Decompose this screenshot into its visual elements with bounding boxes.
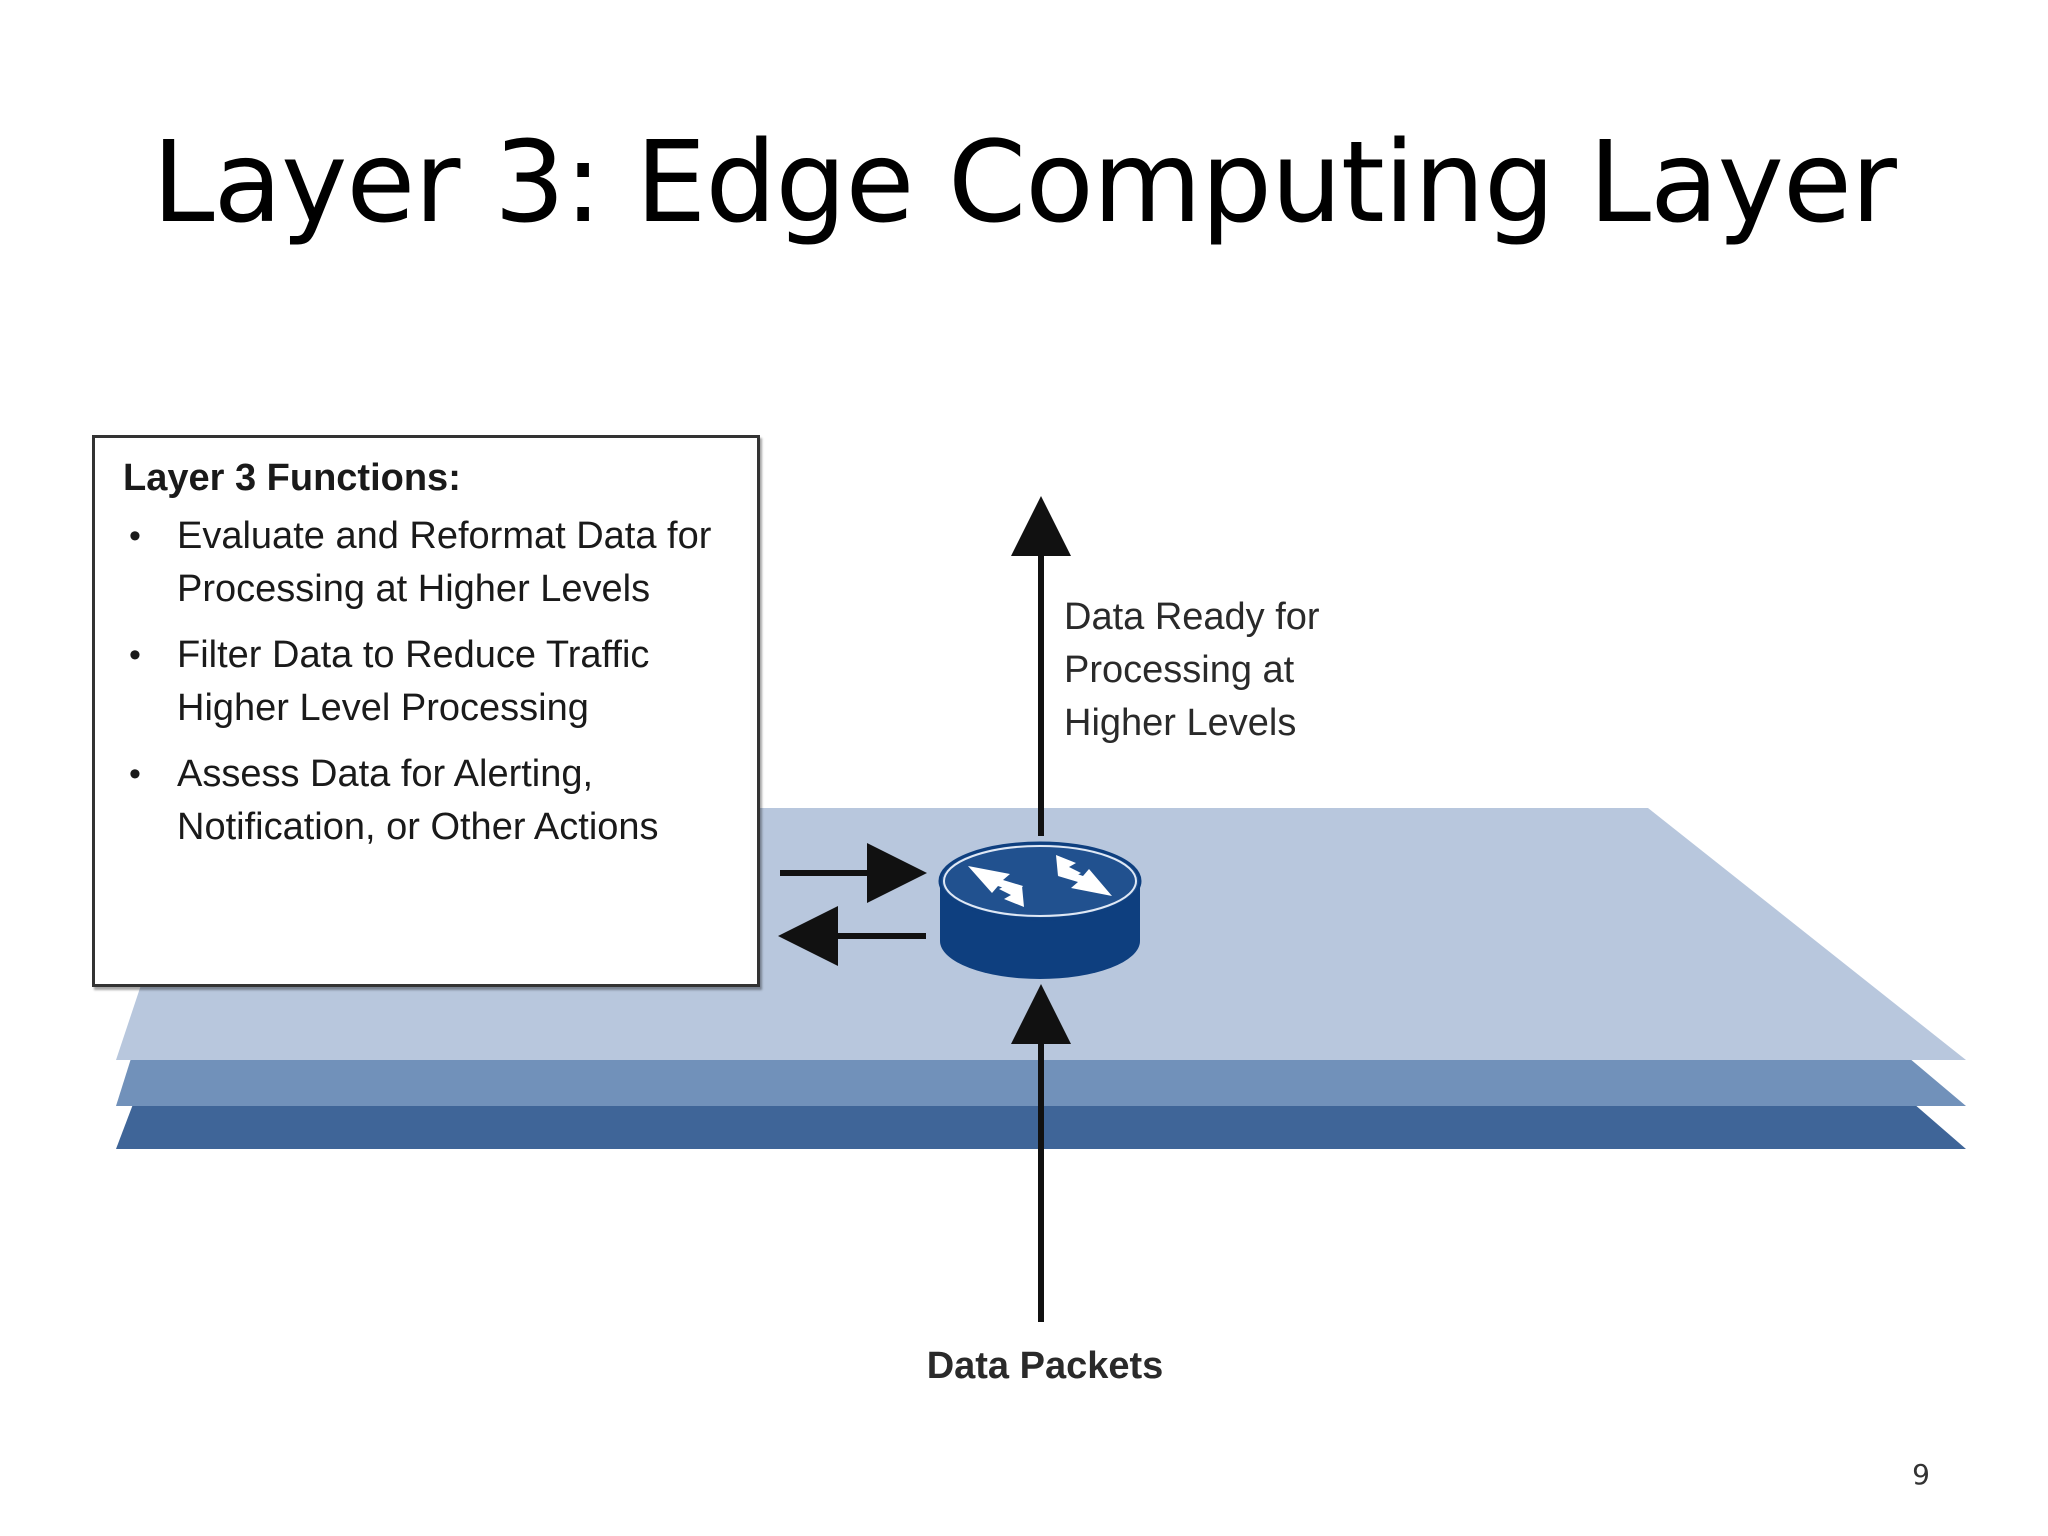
page-number: 9 — [1912, 1458, 1930, 1491]
functions-heading: Layer 3 Functions: — [123, 457, 461, 499]
list-item: • Filter Data to Reduce Traffic Higher L… — [123, 629, 733, 735]
slide-title: Layer 3: Edge Computing Layer — [152, 118, 1897, 248]
router-icon — [938, 841, 1142, 979]
list-item: • Evaluate and Reformat Data for Process… — [123, 510, 733, 616]
bullet-icon: • — [129, 755, 141, 793]
bullet-icon: • — [129, 636, 141, 674]
input-label: Data Packets — [926, 1345, 1164, 1387]
function-label: Filter Data to Reduce Traffic Higher Lev… — [177, 634, 650, 729]
function-label: Evaluate and Reformat Data for Processin… — [177, 515, 712, 610]
functions-list: • Evaluate and Reformat Data for Process… — [123, 510, 733, 854]
function-label: Assess Data for Alerting, Notification, … — [177, 753, 659, 848]
bullet-icon: • — [129, 517, 141, 555]
output-label: Data Ready for Processing at Higher Leve… — [1064, 596, 1320, 744]
list-item: • Assess Data for Alerting, Notification… — [123, 748, 733, 854]
functions-box: Layer 3 Functions: • Evaluate and Reform… — [92, 435, 760, 987]
